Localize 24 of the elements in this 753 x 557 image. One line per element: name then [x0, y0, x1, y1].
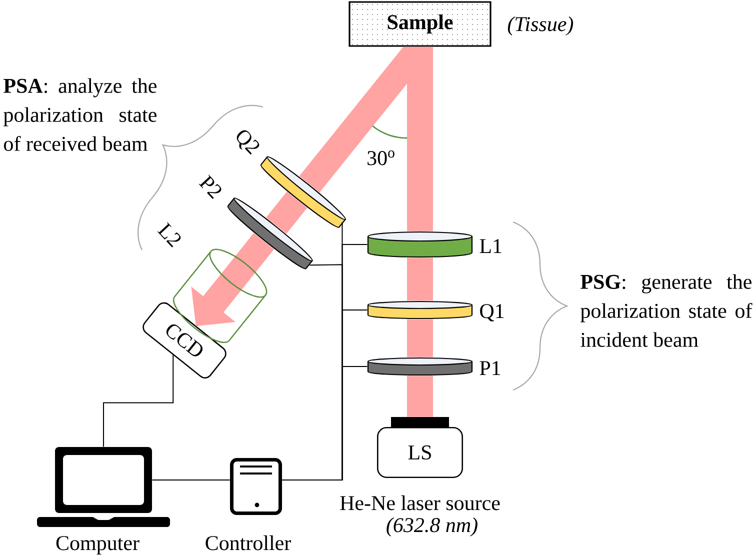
cable-line — [103, 354, 174, 448]
wavelength-caption: (632.8 nm) — [386, 517, 478, 536]
laser-beam — [299, 46, 407, 192]
element-label: Q1 — [480, 304, 504, 322]
element-label: L2 — [157, 222, 181, 248]
laser-beam — [407, 376, 433, 417]
sample-caption: (Tissue) — [508, 16, 574, 36]
description-text: PSA: analyze the polarization state of received beam — [4, 78, 156, 151]
element-label: P2 — [198, 174, 222, 199]
laser-beam — [266, 192, 308, 234]
element-label: P1 — [480, 361, 500, 375]
icon-caption: Computer — [56, 536, 140, 554]
laser-beam — [407, 46, 433, 232]
element-label: Q2 — [236, 130, 260, 155]
icon-caption: Controller — [206, 535, 291, 550]
element-label: L1 — [480, 239, 502, 253]
sample-box: Sample — [348, 1, 492, 47]
laser-caption: He-Ne laser source — [340, 495, 500, 510]
description-text: PSG: generate the polarization state of incident beam — [580, 274, 752, 347]
angle-label: 30$^{o}$ — [368, 150, 394, 166]
laser-box: LS — [377, 417, 463, 478]
cable-line — [282, 264, 343, 480]
detector-box: CCD — [142, 302, 226, 378]
laser-beam — [407, 319, 433, 358]
